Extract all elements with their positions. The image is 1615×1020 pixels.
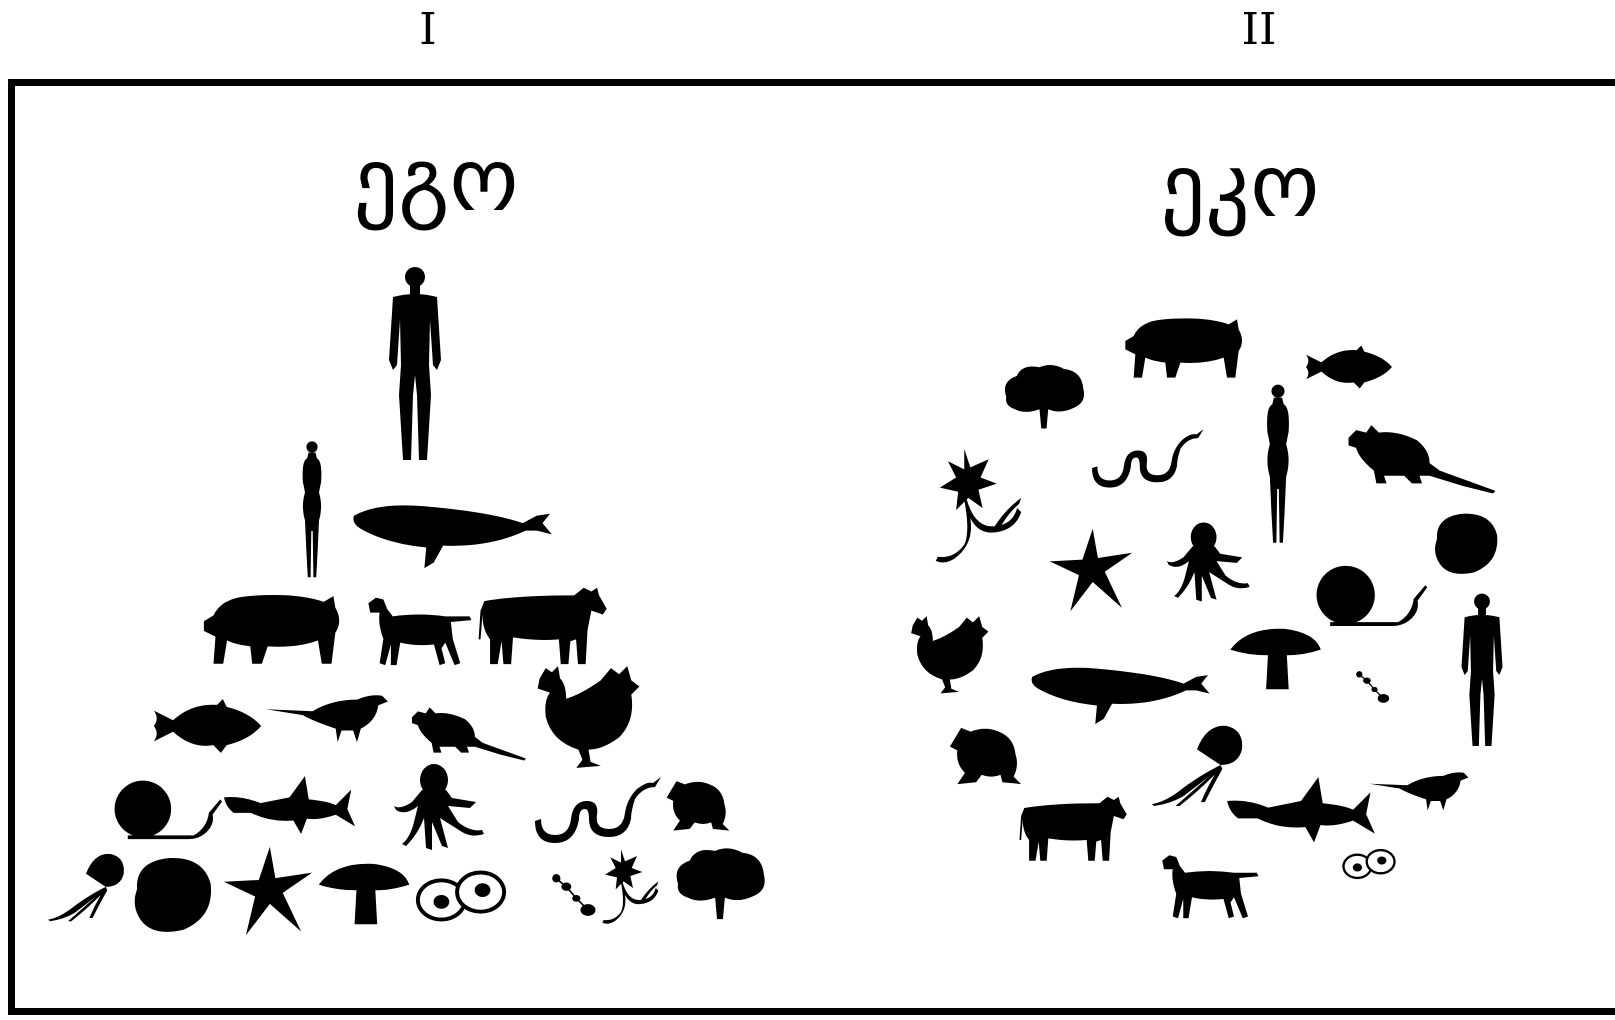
octopus-icon bbox=[1166, 522, 1250, 602]
mushroom-icon bbox=[318, 863, 410, 925]
coral-icon bbox=[134, 858, 212, 932]
fish-icon bbox=[153, 699, 262, 753]
frog-icon bbox=[666, 781, 730, 831]
ant-icon bbox=[1355, 670, 1390, 704]
snake-icon bbox=[1092, 429, 1204, 488]
flower-icon bbox=[935, 449, 1022, 563]
egg-cells-icon bbox=[415, 870, 507, 922]
rat-icon bbox=[411, 707, 527, 761]
jellyfish-icon bbox=[1152, 725, 1243, 807]
man-icon bbox=[389, 267, 441, 460]
hen-icon bbox=[911, 616, 989, 694]
panel-label-2: II bbox=[1241, 4, 1277, 55]
eco-title: ეკო bbox=[1160, 134, 1320, 237]
dog-icon bbox=[368, 597, 472, 666]
fish-icon bbox=[1306, 345, 1392, 389]
ant-icon bbox=[551, 873, 597, 917]
starfish-icon bbox=[1049, 528, 1133, 612]
frog-icon bbox=[949, 727, 1022, 785]
tree-icon bbox=[676, 848, 765, 920]
starfish-icon bbox=[223, 846, 313, 936]
woman-icon bbox=[1267, 384, 1289, 543]
bird-icon bbox=[1369, 772, 1469, 811]
pig-icon bbox=[203, 594, 340, 664]
cow-icon bbox=[478, 587, 607, 665]
snake-icon bbox=[535, 777, 661, 843]
shark-icon bbox=[223, 776, 356, 835]
snail-icon bbox=[1316, 565, 1428, 627]
jellyfish-icon bbox=[48, 853, 124, 922]
ego-pyramid bbox=[48, 267, 765, 936]
hen-icon bbox=[537, 666, 640, 768]
whale-icon bbox=[353, 505, 552, 569]
shark-icon bbox=[1227, 777, 1375, 843]
egg-cells-icon bbox=[1342, 848, 1396, 880]
woman-icon bbox=[302, 441, 322, 578]
mushroom-icon bbox=[1230, 628, 1321, 690]
pig-icon bbox=[1125, 318, 1242, 378]
coral-icon bbox=[1435, 513, 1498, 574]
eco-circle bbox=[911, 318, 1503, 919]
panel-label-1: I bbox=[419, 4, 437, 55]
rat-icon bbox=[1348, 425, 1496, 494]
ego-title: ეგო bbox=[353, 128, 519, 231]
snail-icon bbox=[114, 780, 223, 840]
flower-icon bbox=[602, 849, 659, 924]
man-icon bbox=[1461, 593, 1503, 747]
cow-icon bbox=[1019, 796, 1127, 861]
tree-icon bbox=[1004, 365, 1085, 429]
octopus-icon bbox=[394, 764, 484, 850]
figure-frame bbox=[8, 79, 1615, 1015]
dog-icon bbox=[1162, 855, 1259, 919]
bird-icon bbox=[266, 695, 388, 743]
whale-icon bbox=[1031, 667, 1210, 724]
